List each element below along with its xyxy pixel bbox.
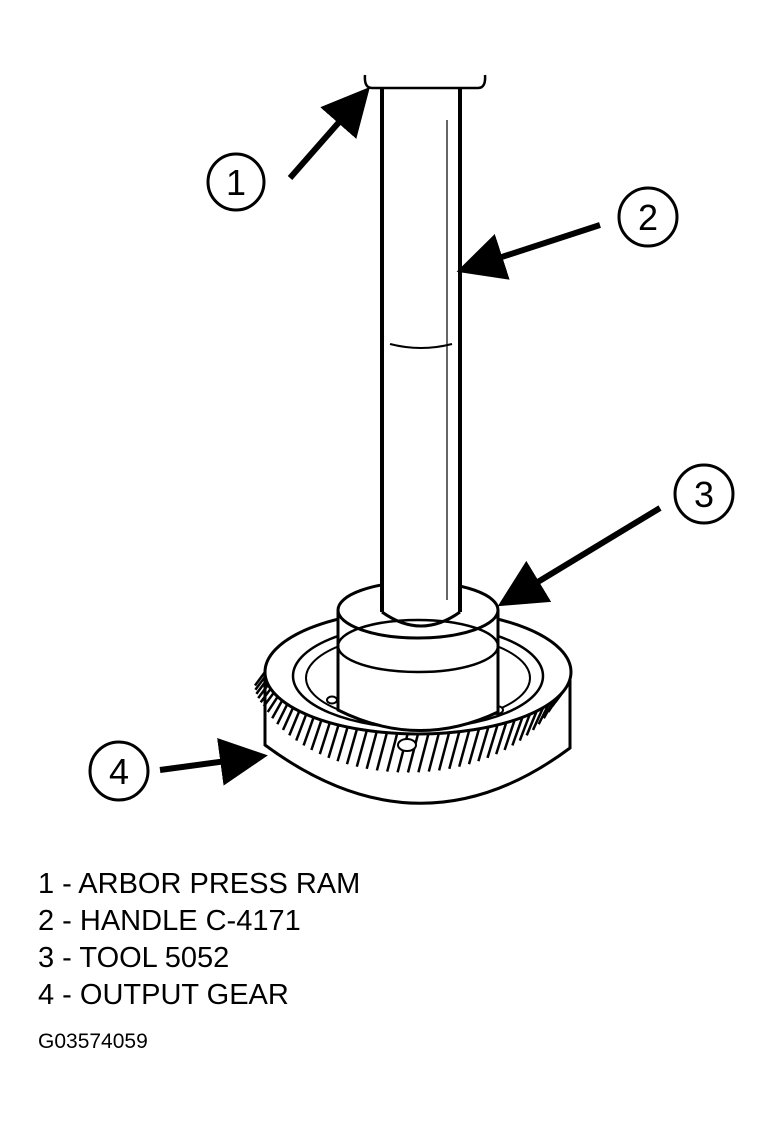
- legend-item: 2 - HANDLE C-4171: [38, 905, 301, 937]
- callout-1-number: 1: [226, 162, 246, 203]
- gear-tooth: [477, 726, 490, 762]
- handle-c-4171: [380, 88, 462, 628]
- gear-tooth: [417, 733, 430, 773]
- callout-1-arrow: [287, 86, 370, 180]
- legend-item: 4 - OUTPUT GEAR: [38, 979, 289, 1011]
- gear-tooth: [503, 719, 516, 751]
- figure-id: G03574059: [38, 1030, 148, 1053]
- gear-tooth: [437, 732, 451, 771]
- gear-tooth: [302, 716, 315, 746]
- gear-tooth: [310, 719, 323, 751]
- gear-tooth: [254, 675, 267, 691]
- gear-tooth: [281, 707, 295, 731]
- gear-tooth: [531, 707, 545, 731]
- callout-2-arrow: [456, 222, 601, 280]
- gear-tooth: [318, 722, 331, 755]
- gear-tooth: [257, 683, 270, 699]
- legend: 1 - ARBOR PRESS RAM 2 - HANDLE C-4171 3 …: [38, 866, 360, 1014]
- gear-tooth: [385, 733, 399, 772]
- gear-tooth: [266, 696, 279, 713]
- gear-tooth: [406, 733, 420, 773]
- gear-tooth: [486, 724, 499, 759]
- arbor-press-ram: [363, 74, 487, 90]
- legend-item: 3 - TOOL 5052: [38, 942, 230, 974]
- gear-tooth: [259, 687, 272, 703]
- callout-2: 2: [617, 186, 679, 248]
- gear-tooth: [518, 713, 531, 742]
- gear-tooth: [295, 713, 308, 742]
- gear-tooth: [253, 671, 267, 687]
- gear-tooth: [336, 726, 349, 762]
- legend-item: 1 - ARBOR PRESS RAM: [38, 868, 361, 900]
- callout-2-number: 2: [638, 197, 658, 238]
- gear-tooth: [495, 722, 508, 755]
- gear-tooth: [448, 731, 461, 770]
- callout-4-number: 4: [109, 751, 129, 792]
- gear-tooth: [355, 730, 369, 768]
- gear-tooth: [537, 703, 550, 725]
- gear-tooth: [288, 710, 301, 736]
- gear-tooth: [327, 724, 340, 759]
- gear-tooth: [345, 728, 359, 765]
- callout-1: 1: [206, 152, 266, 212]
- gear-tooth: [457, 730, 471, 768]
- callout-4-arrow: [159, 738, 268, 786]
- callout-3-number: 3: [694, 474, 714, 515]
- gear-tooth: [375, 732, 389, 771]
- gear-tooth: [271, 699, 284, 719]
- gear-tooth: [365, 731, 378, 770]
- gear-tooth: [255, 679, 268, 695]
- gear-tooth: [262, 692, 275, 707]
- gear-tooth: [276, 703, 289, 725]
- gear-tooth: [525, 710, 538, 736]
- callout-3-arrow: [497, 505, 662, 607]
- gear-teeth: [253, 671, 573, 773]
- gear-tooth: [511, 716, 524, 746]
- callout-4: 4: [88, 740, 150, 802]
- gear-tooth: [467, 728, 481, 765]
- gear-tooth: [427, 733, 441, 772]
- callout-3: 3: [673, 463, 735, 525]
